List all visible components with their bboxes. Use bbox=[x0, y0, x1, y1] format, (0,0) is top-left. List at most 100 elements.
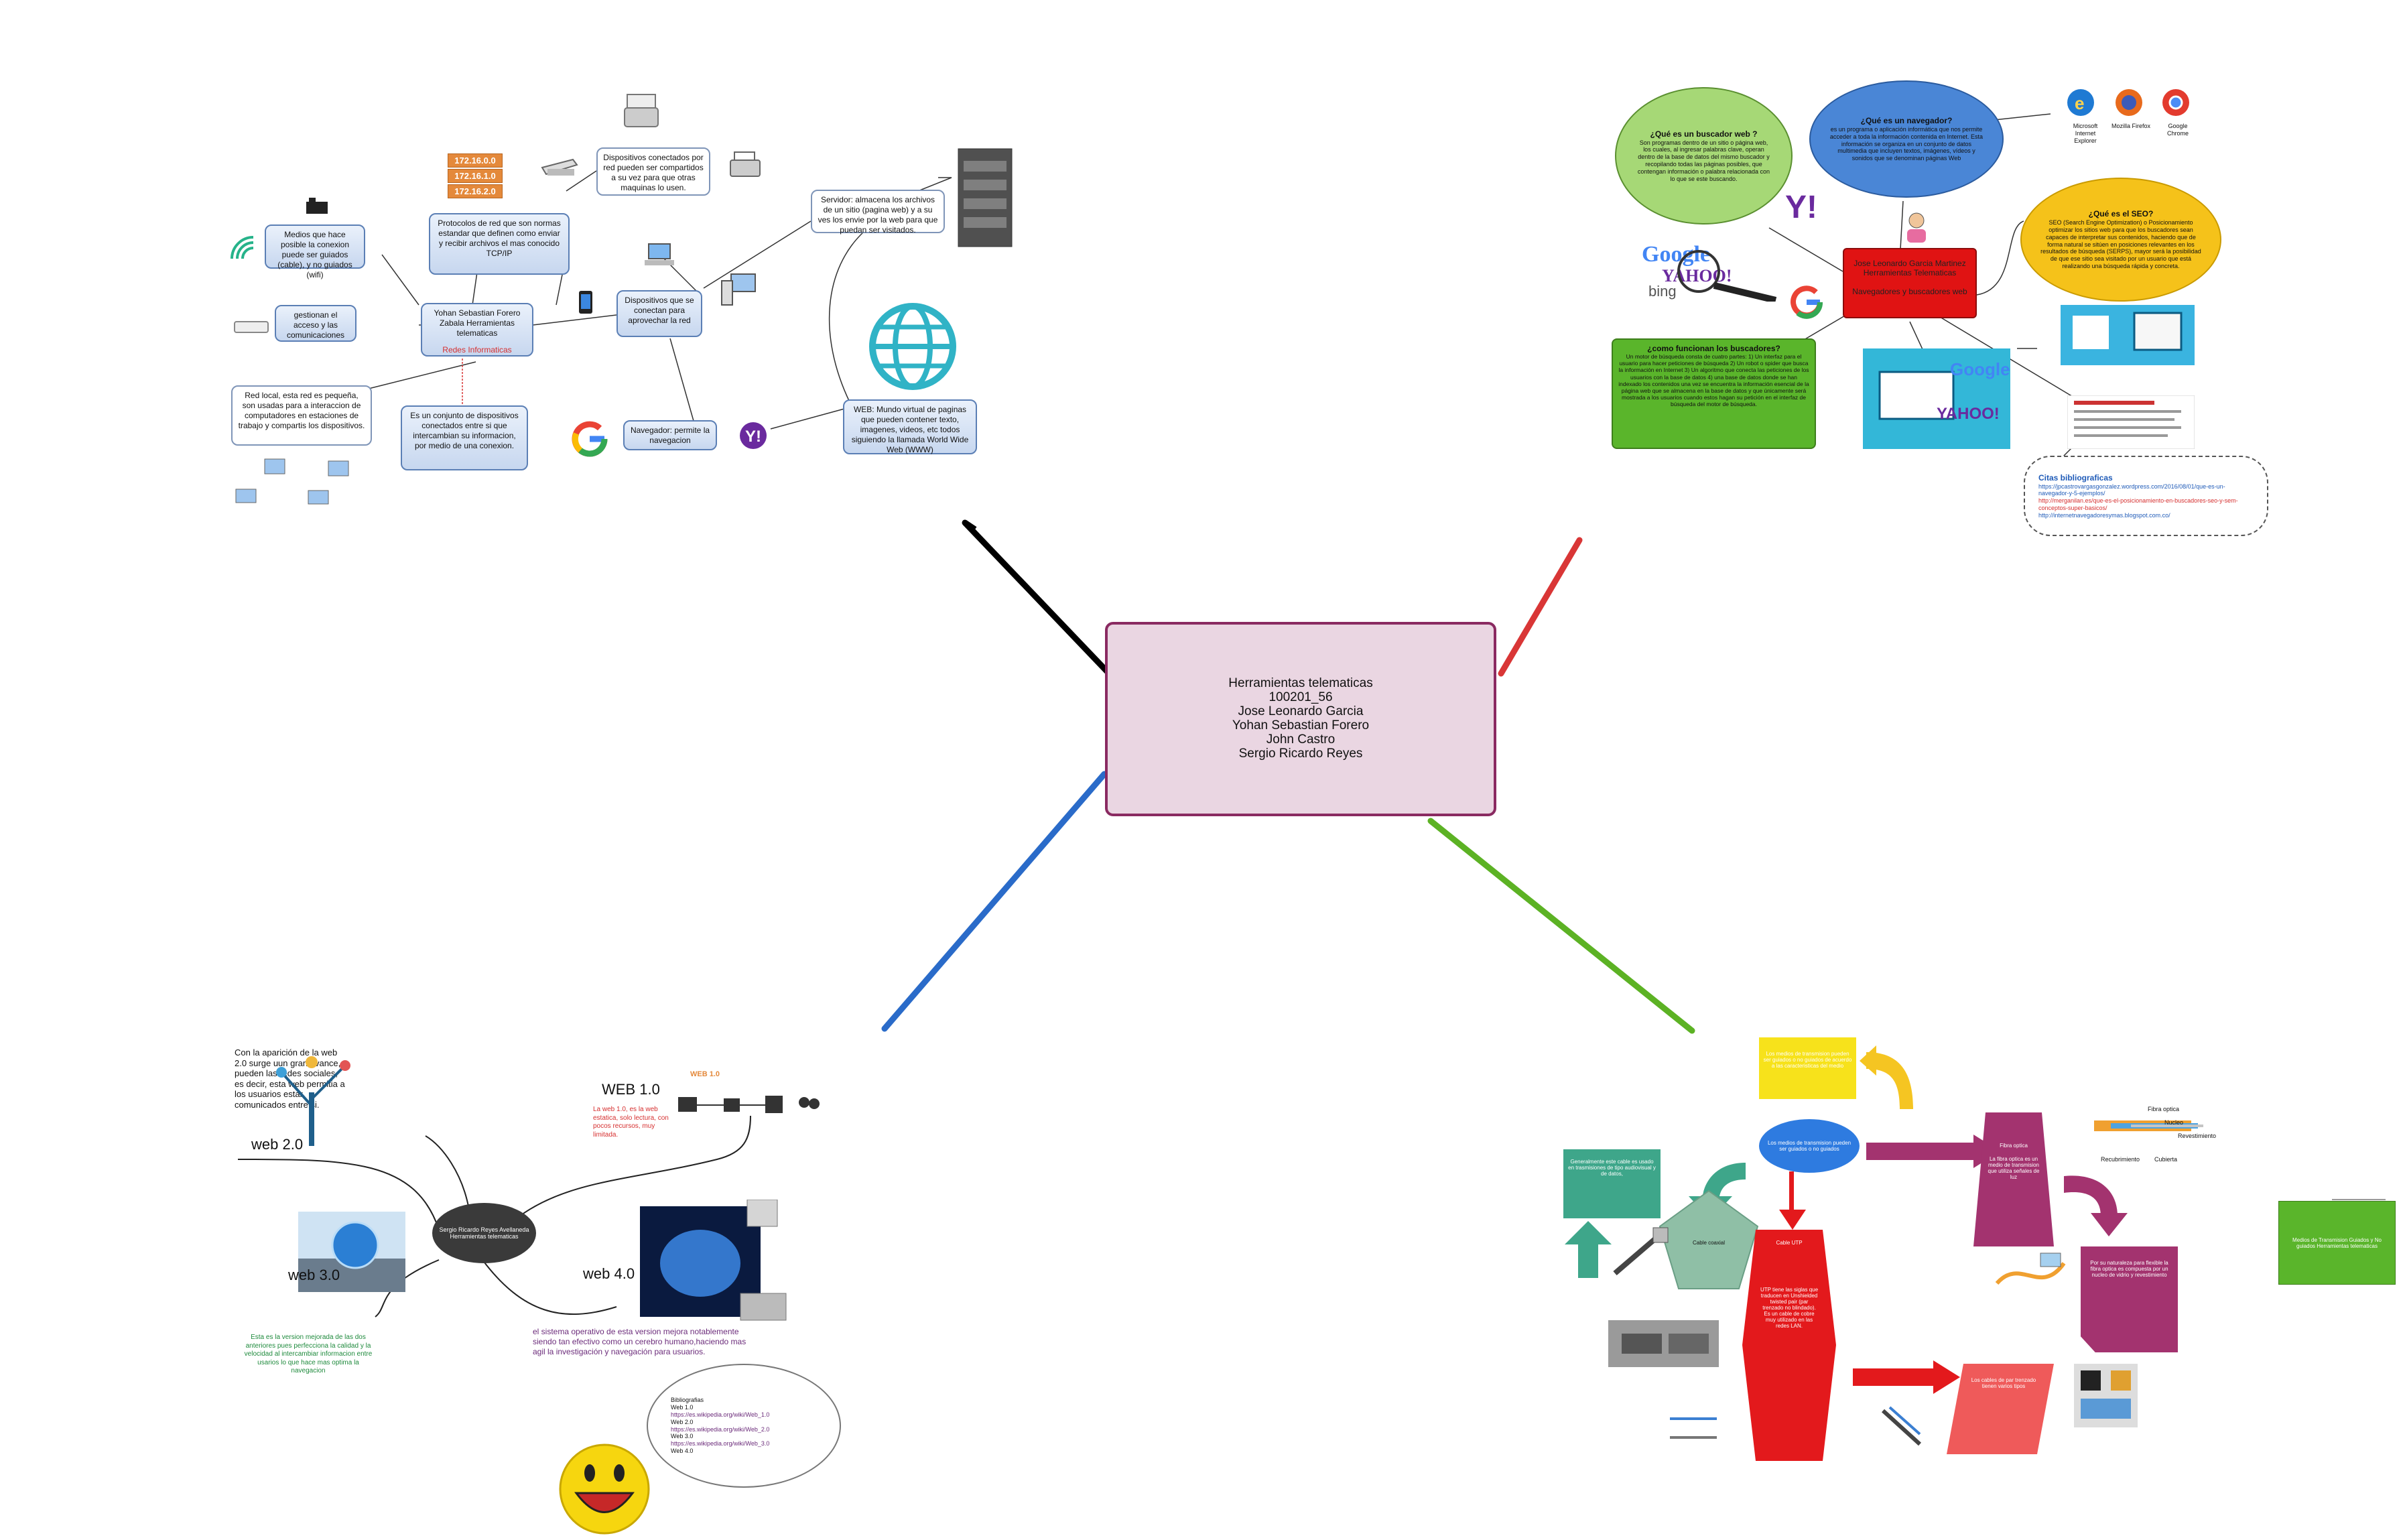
web-3-label: web 3.0 bbox=[288, 1267, 340, 1283]
search-results-thumbnail-icon bbox=[2067, 395, 2195, 449]
conjunto-node[interactable]: Es un conjunto de dispositivos conectado… bbox=[401, 405, 528, 470]
navegador-node[interactable]: Navegador: permite la navegacion bbox=[623, 420, 717, 450]
fiber-label-3: Revestimiento bbox=[2178, 1133, 2217, 1139]
gestionan-node[interactable]: gestionan el acceso y las comunicaciones bbox=[275, 305, 356, 342]
fiber-connector-icon bbox=[1995, 1253, 2066, 1285]
globe-icon bbox=[869, 303, 956, 390]
dispositivos-node[interactable]: Dispositivos que se conectan para aprove… bbox=[616, 290, 702, 337]
redes-central-node[interactable]: Yohan Sebastian Forero Zabala Herramient… bbox=[421, 303, 533, 357]
web-node[interactable]: WEB: Mundo virtual de paginas que pueden… bbox=[843, 399, 977, 454]
svg-text:Y!: Y! bbox=[1785, 190, 1817, 225]
web3-globe-keyboard-icon bbox=[298, 1212, 405, 1292]
bibliografia-1: Web 1.0 bbox=[671, 1404, 694, 1411]
red-arrow-down-icon bbox=[1779, 1210, 1806, 1230]
fiber-label-2: Nucleo bbox=[2164, 1119, 2184, 1126]
utp-title: Cable UTP bbox=[1776, 1240, 1803, 1246]
como-funcionan-box[interactable]: ¿como funcionan los buscadores? Un motor… bbox=[1612, 338, 1816, 449]
laptop-icon bbox=[645, 243, 674, 265]
fiber-label-1: Fibra optica bbox=[2148, 1106, 2180, 1112]
medios-intro-box[interactable]: Los medios de transmision pueden ser gui… bbox=[1759, 1037, 1856, 1099]
fibra-title: Fibra optica bbox=[2000, 1143, 2028, 1149]
como-funcionan-title: ¿como funcionan los buscadores? bbox=[1647, 344, 1780, 353]
bibliografia-7: Web 4.0 bbox=[671, 1447, 694, 1454]
citas-cloud[interactable]: Citas bibliograficas https://jpcastrovar… bbox=[2024, 456, 2268, 536]
web-1-description: La web 1.0, es la web estatica, solo lec… bbox=[593, 1106, 669, 1139]
web1-diagram-icon bbox=[678, 1096, 820, 1113]
web-center-node[interactable]: Sergio Ricardo Reyes Avellaneda Herramie… bbox=[432, 1203, 536, 1263]
branch-line-top-left bbox=[962, 519, 1112, 677]
navegador-cloud[interactable]: ¿Qué es un navegador? es un programa o a… bbox=[1809, 80, 2004, 198]
navegadores-central-title: Jose Leonardo Garcia Martinez Herramient… bbox=[1854, 259, 1966, 277]
branch-line-top-right bbox=[1498, 537, 1583, 677]
svg-text:YAHOO!: YAHOO! bbox=[1937, 405, 2000, 423]
browser-logos-icon: e bbox=[2067, 89, 2189, 116]
green-up-arrow-icon bbox=[1565, 1221, 1612, 1278]
bibliografia-title: Bibliografias bbox=[671, 1397, 704, 1404]
printer-icon bbox=[624, 94, 659, 127]
compartidos-node[interactable]: Dispositivos conectados por red pueden s… bbox=[596, 147, 710, 196]
navegador-question: ¿Qué es un navegador? bbox=[1860, 116, 1953, 125]
social-tree-icon bbox=[276, 1056, 350, 1146]
svg-text:bing: bing bbox=[1648, 283, 1677, 300]
buscador-answer: Son programas dentro de un sitio o págin… bbox=[1637, 139, 1770, 182]
fibra-description: La fibra optica es un medio de transmisi… bbox=[1988, 1156, 2040, 1180]
cita-3[interactable]: http://internetnavegadoresymas.blogspot.… bbox=[2038, 511, 2170, 519]
fiber-label-4: Recubrimiento bbox=[2101, 1156, 2140, 1163]
scanner-icon bbox=[541, 158, 578, 176]
web-1-badge: WEB 1.0 bbox=[690, 1070, 720, 1078]
fibra-composicion-box[interactable]: Por su naturaleza para flexible la fibra… bbox=[2081, 1246, 2178, 1352]
center-code: 100201_56 bbox=[1269, 690, 1333, 705]
central-topic-box[interactable]: Herramientas telematicas 100201_56 Jose … bbox=[1105, 622, 1496, 816]
center-title: Herramientas telematicas bbox=[1228, 676, 1373, 691]
smartphone-icon bbox=[579, 291, 592, 314]
search-illustration-icon: Google YAHOO! bbox=[1863, 348, 2010, 449]
utp-description: UTP tiene las siglas que traducen en Uns… bbox=[1760, 1287, 1819, 1329]
lan-computers-icon bbox=[235, 458, 349, 505]
coaxial-desc-box[interactable]: Generalmente este cable es usado en tras… bbox=[1563, 1149, 1661, 1218]
web-3-description: Esta es la version mejorada de las dos a… bbox=[244, 1334, 373, 1374]
coaxial-photo-icon bbox=[1608, 1320, 1719, 1367]
browser-label-firefox: Mozilla Firefox bbox=[2111, 123, 2150, 129]
branch-line-bottom-left bbox=[881, 771, 1108, 1032]
medios-title-box[interactable]: Medios de Transmision Guiados y No guiad… bbox=[2278, 1201, 2396, 1285]
ip-badge-2: 172.16.1.0 bbox=[448, 169, 503, 183]
navegadores-central-node[interactable]: Jose Leonardo Garcia Martinez Herramient… bbox=[1843, 248, 1977, 318]
seo-cloud[interactable]: ¿Qué es el SEO? SEO (Search Engine Optim… bbox=[2020, 178, 2221, 302]
cita-2[interactable]: http://merganilan.es/que-es-el-posiciona… bbox=[2038, 497, 2238, 511]
bibliografia-cloud[interactable]: Bibliografias Web 1.0 https://es.wikiped… bbox=[647, 1364, 841, 1488]
red-arrow-shaft bbox=[1789, 1171, 1794, 1218]
coaxial-pentagon-shape bbox=[1659, 1190, 1759, 1289]
person-avatar-icon bbox=[1907, 212, 1926, 243]
server-rack-icon bbox=[958, 148, 1013, 247]
medios-node[interactable]: Medios que hace posible la conexion pued… bbox=[265, 224, 365, 279]
ethernet-cable-icon bbox=[1881, 1406, 1922, 1446]
web-4-label: web 4.0 bbox=[583, 1265, 635, 1282]
pink-parallelogram-shape bbox=[1947, 1364, 2054, 1454]
servidor-node[interactable]: Servidor: almacena los archivos de un si… bbox=[811, 190, 945, 235]
par-trenzado-text: Los cables de par trenzado tienen varios… bbox=[1971, 1377, 2036, 1389]
bibliografia-4[interactable]: https://es.wikipedia.org/wiki/Web_2.0 bbox=[671, 1425, 770, 1433]
redes-central-title: Yohan Sebastian Forero Zabala Herramient… bbox=[434, 308, 521, 338]
fiber-cross-section-icon bbox=[2094, 1120, 2203, 1131]
como-funcionan-text: Un motor de búsqueda consta de cuatro pa… bbox=[1618, 353, 1809, 408]
utp-hexagon-shape bbox=[1742, 1230, 1836, 1461]
bibliografia-3: Web 2.0 bbox=[671, 1418, 694, 1425]
coaxial-label: Cable coaxial bbox=[1692, 1240, 1726, 1246]
web4-brain-network-icon bbox=[640, 1200, 787, 1321]
navegadores-central-subtitle: Navegadores y buscadores web bbox=[1852, 287, 1967, 296]
svg-text:Y!: Y! bbox=[745, 428, 761, 446]
seo-illustration-icon bbox=[2061, 305, 2195, 365]
utp-wires-icon bbox=[1670, 1417, 1717, 1439]
protocolos-node[interactable]: Protocolos de red que son normas estanda… bbox=[429, 213, 570, 275]
center-author-1: Jose Leonardo Garcia bbox=[1238, 704, 1364, 719]
svg-text:Google: Google bbox=[1950, 359, 2010, 379]
buscador-cloud[interactable]: ¿Qué es un buscador web ? Son programas … bbox=[1615, 87, 1793, 224]
svg-text:YAHOO!: YAHOO! bbox=[1662, 266, 1732, 285]
bibliografia-2[interactable]: https://es.wikipedia.org/wiki/Web_1.0 bbox=[671, 1411, 770, 1418]
medios-center-ellipse[interactable]: Los medios de transmision pueden ser gui… bbox=[1759, 1119, 1860, 1173]
red-local-node[interactable]: Red local, esta red es pequeña, son usad… bbox=[231, 385, 372, 446]
svg-text:e: e bbox=[2075, 93, 2084, 113]
bibliografia-6[interactable]: https://es.wikipedia.org/wiki/Web_3.0 bbox=[671, 1440, 770, 1448]
cita-1[interactable]: https://jpcastrovargasgonzalez.wordpress… bbox=[2038, 483, 2225, 497]
web-1-label: WEB 1.0 bbox=[602, 1081, 660, 1098]
